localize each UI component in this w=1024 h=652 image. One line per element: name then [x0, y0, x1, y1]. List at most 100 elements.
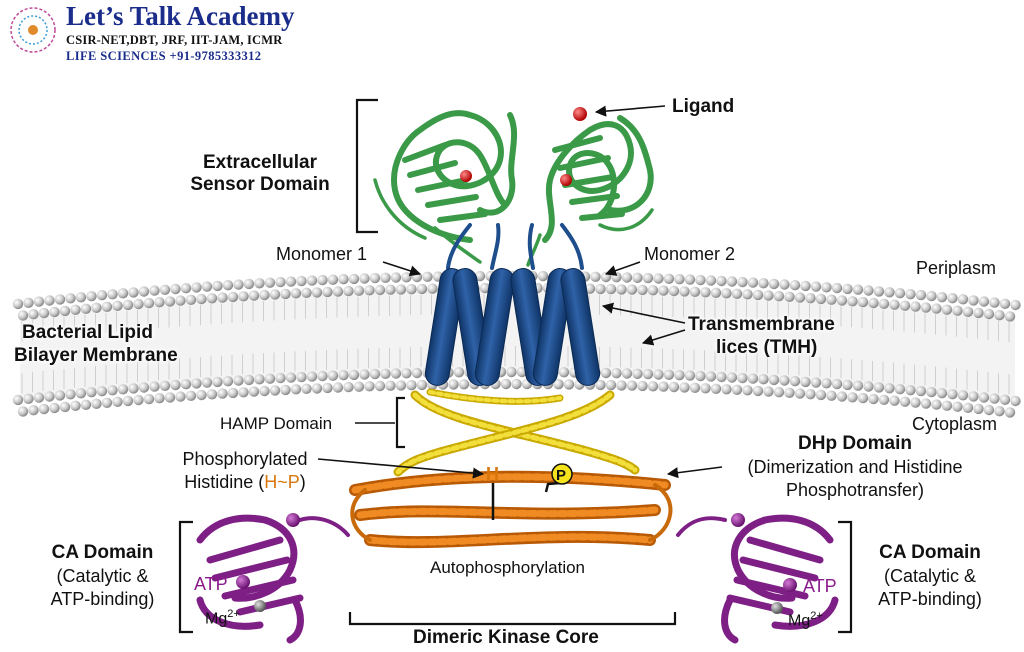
lipid-head-bead	[390, 272, 402, 283]
lipid-head-bead	[65, 293, 76, 304]
lipid-head-bead	[416, 379, 428, 391]
tmh-label-line2: lices (TMH)	[716, 337, 818, 358]
lipid-head-bead	[968, 295, 979, 306]
dhp-title: DHp Domain	[798, 433, 912, 454]
lipid-head-bead	[931, 399, 942, 410]
lipid-head-bead	[91, 302, 102, 313]
lipid-head-bead	[101, 397, 113, 408]
lipid-head-bead	[117, 288, 129, 299]
lipid-head-bead	[290, 288, 302, 299]
lipid-head-bead	[54, 390, 66, 401]
lipid-head-bead	[842, 379, 853, 391]
lipid-head-bead	[716, 371, 727, 383]
lipid-head-bead	[779, 279, 790, 290]
lipid-head-bead	[926, 290, 937, 302]
lipid-head-bead	[999, 298, 1011, 309]
lipid-head-bead	[138, 382, 150, 393]
lipid-head-bead	[143, 297, 155, 309]
lipid-head-bead	[143, 393, 155, 405]
lipid-head-bead	[196, 389, 207, 401]
lipid-head-bead	[380, 368, 391, 379]
phos-prefix: Histidine (	[184, 472, 265, 492]
lipid-head-bead	[75, 388, 87, 399]
lipid-head-bead	[128, 383, 139, 394]
lipid-head-bead	[590, 271, 601, 282]
lipid-head-bead	[374, 380, 386, 392]
lipid-head-bead	[710, 287, 722, 298]
lipid-head-bead	[831, 378, 843, 390]
lipid-head-bead	[789, 376, 801, 387]
lipid-head-bead	[248, 290, 260, 301]
lipid-head-bead	[353, 381, 365, 392]
lipid-head-bead	[842, 283, 853, 295]
lipid-head-bead	[133, 394, 144, 406]
lipid-head-bead	[915, 289, 927, 301]
logo-emblem	[10, 7, 56, 53]
lipid-head-bead	[385, 380, 396, 391]
lipid-head-bead	[941, 400, 953, 411]
lipid-head-bead	[821, 282, 832, 293]
lipid-head-bead	[33, 296, 45, 307]
lipid-head-bead	[679, 286, 690, 297]
lipid-head-bead	[317, 274, 328, 286]
lipid-head-bead	[322, 286, 333, 298]
lipid-head-bead	[805, 389, 816, 400]
lipid-head-bead	[17, 310, 29, 321]
lipid-head-bead	[275, 276, 286, 288]
phosphorylated-label-line2: Histidine (H~P)	[160, 472, 330, 493]
lipid-head-bead	[852, 284, 864, 295]
lipid-head-bead	[679, 382, 690, 393]
lipid-head-bead	[989, 393, 1000, 404]
lipid-head-bead	[348, 273, 360, 285]
lipid-head-bead	[96, 290, 108, 301]
lipid-head-bead	[653, 369, 664, 380]
lipid-head-bead	[327, 370, 339, 381]
lipid-head-bead	[296, 275, 307, 287]
lipid-head-bead	[280, 384, 291, 396]
lipid-head-bead	[164, 296, 176, 307]
lipid-head-bead	[873, 382, 885, 393]
lipid-head-bead	[952, 305, 963, 316]
monomer-2-label: Monomer 2	[644, 244, 736, 264]
lipid-head-bead	[700, 287, 711, 298]
lipid-head-bead	[815, 389, 827, 401]
ligand-molecules	[460, 107, 587, 186]
lipid-head-bead	[175, 295, 186, 306]
lipid-head-bead	[647, 285, 659, 296]
lipid-head-bead	[689, 382, 701, 393]
lipid-head-bead	[327, 274, 339, 285]
lipid-head-bead	[915, 385, 927, 397]
lipid-head-bead	[600, 367, 612, 379]
lipid-head-bead	[201, 281, 213, 292]
lipid-head-bead	[994, 310, 1005, 321]
lipid-head-bead	[794, 292, 806, 303]
lipid-head-bead	[716, 275, 727, 287]
sensor-domain-monomer-2	[526, 115, 654, 267]
lipid-head-bead	[768, 278, 780, 290]
ca-right-title: CA Domain	[879, 542, 981, 563]
lipid-head-bead	[259, 289, 270, 301]
lipid-head-bead	[91, 398, 102, 409]
lipid-head-bead	[668, 381, 680, 393]
lipid-head-bead	[44, 391, 55, 402]
lipid-head-bead	[742, 289, 753, 300]
lipid-head-bead	[894, 288, 906, 299]
lipid-head-bead	[584, 283, 596, 294]
histidine-phosphate-site	[491, 463, 573, 520]
lipid-head-bead	[747, 373, 759, 384]
lipid-head-bead	[889, 299, 900, 310]
lipid-head-bead	[364, 285, 375, 296]
lipid-head-bead	[311, 383, 323, 394]
lipid-head-bead	[317, 370, 328, 382]
lipid-head-bead	[611, 272, 622, 283]
lipid-head-bead	[658, 381, 669, 392]
lipid-head-bead	[721, 384, 732, 395]
lipid-head-bead	[800, 376, 811, 388]
lipid-head-bead	[989, 297, 1000, 308]
lipid-head-bead	[800, 280, 811, 292]
lipid-head-bead	[70, 400, 81, 411]
lipid-head-bead	[175, 391, 186, 402]
membrane-label-line2: Bilayer Membrane	[14, 345, 178, 366]
lipid-head-bead	[947, 389, 958, 400]
